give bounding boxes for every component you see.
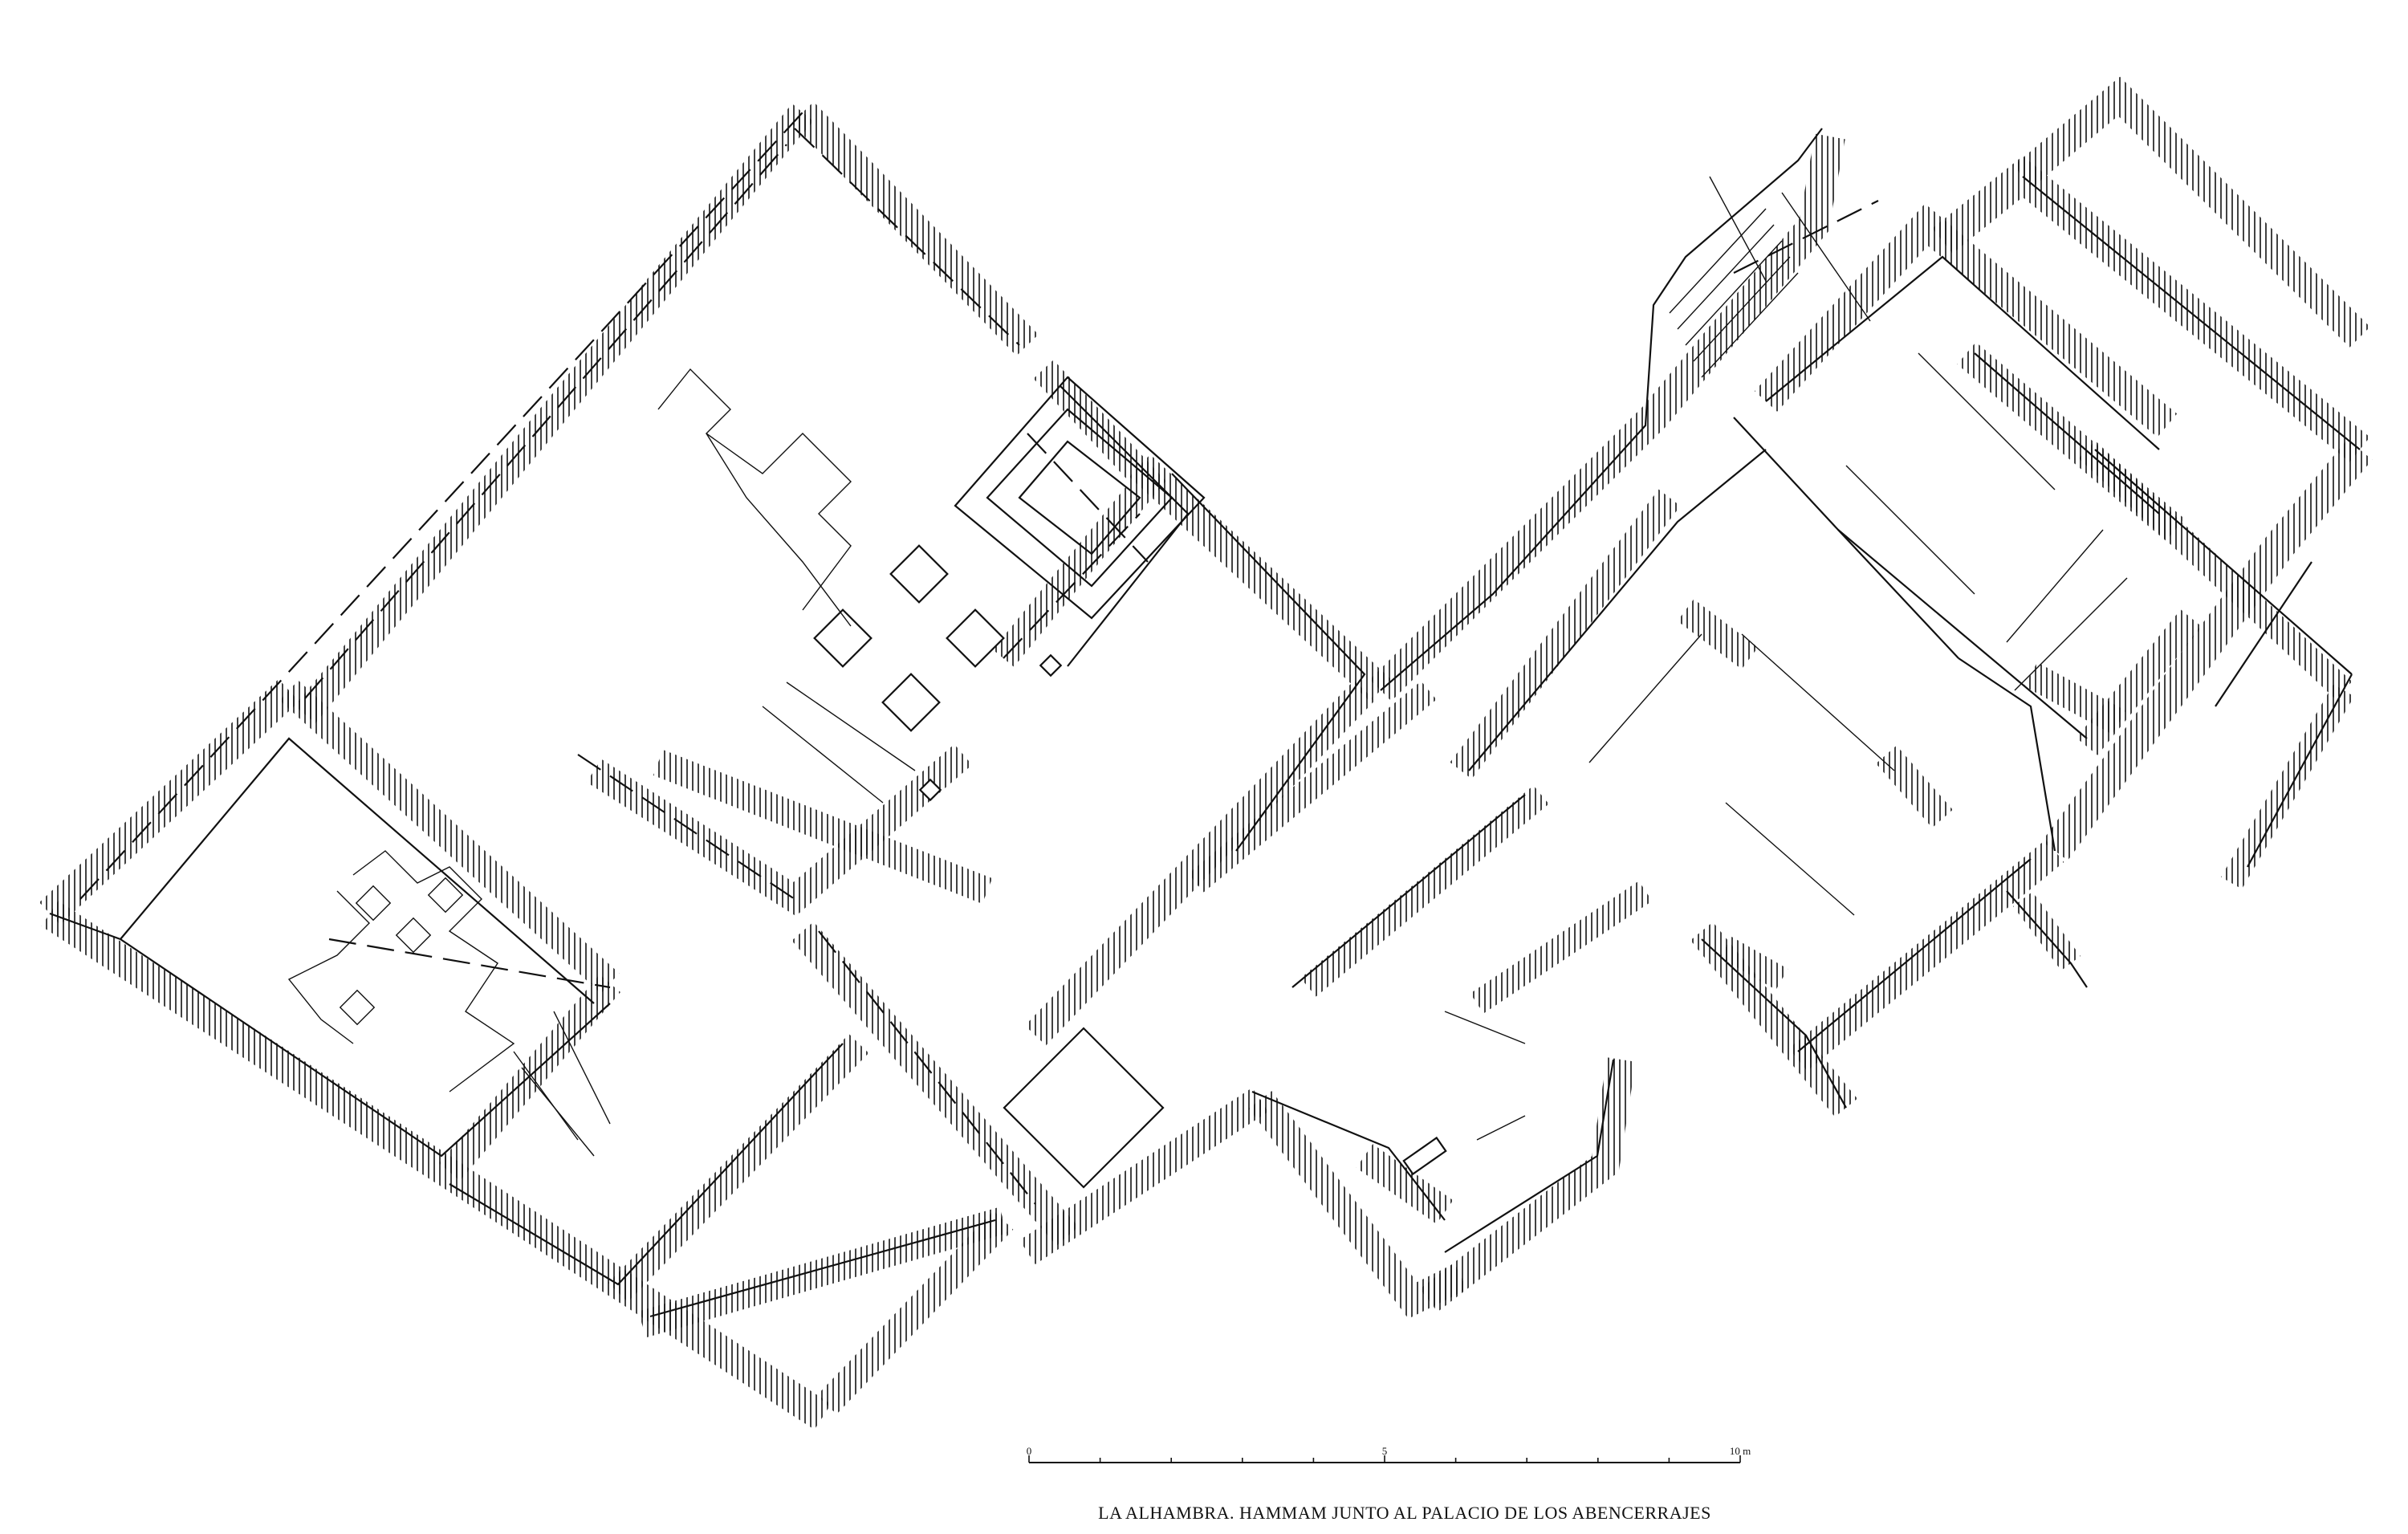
- pillar-squares: [813, 544, 1447, 1189]
- remnant-outlines: [287, 368, 852, 1093]
- wall-hatching: [39, 76, 2373, 1430]
- scale-label-10: 10 m: [1730, 1445, 1751, 1457]
- scale-label-5: 5: [1382, 1445, 1388, 1457]
- plan-title: LA ALHAMBRA. HAMMAM JUNTO AL PALACIO DE …: [1098, 1503, 1711, 1523]
- scale-bar: 0 5 10 m: [1027, 1445, 1751, 1463]
- pool-basin: [954, 376, 1206, 620]
- scale-label-0: 0: [1027, 1445, 1032, 1457]
- scale-bar-ticks: [1028, 1455, 1741, 1463]
